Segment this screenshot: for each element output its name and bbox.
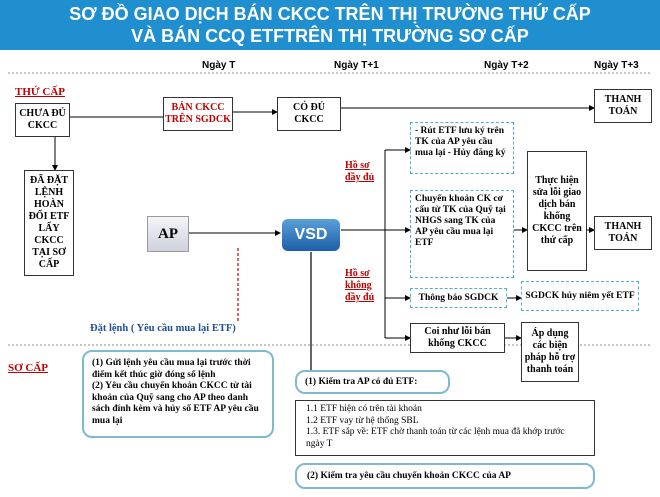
- title-line-1: SƠ ĐỒ GIAO DỊCH BÁN CKCC TRÊN THỊ TRƯỜNG…: [69, 4, 591, 24]
- node-rut-etf: - Rút ETF lưu ký trên TK của AP yêu cầu …: [410, 122, 514, 174]
- node-thanh-toan-2: THANH TOÁN: [594, 216, 652, 250]
- check-item-2: 1.2 ETF vay từ hệ thống SBL: [306, 415, 419, 426]
- node-vsd: VSD: [282, 219, 340, 251]
- node-coi-nhu: Coi như lỗi bán khống CKCC: [410, 323, 505, 353]
- day-t: Ngày T: [202, 60, 236, 71]
- node-chuyen-khoan: Chuyển khoản CK cơ cấu từ TK của Quỹ tại…: [410, 190, 514, 278]
- check-item-1: 1.1 ETF hiện có trên tài khoản: [306, 404, 422, 414]
- check-ap-box: (1) Kiểm tra AP có đủ ETF:: [295, 370, 450, 394]
- section-primary: SƠ CẤP: [8, 362, 49, 374]
- node-ap: AP: [147, 216, 189, 252]
- check-item-3: 1.3. ETF sắp về: ETF chờ thanh toán từ c…: [306, 427, 565, 449]
- check-detail-box: 1.1 ETF hiện có trên tài khoản 1.2 ETF v…: [295, 400, 595, 456]
- day-t3: Ngày T+3: [594, 60, 639, 71]
- primary-item-2: (2) Yêu cầu chuyển khoản CKCC từ tài kho…: [92, 381, 259, 426]
- day-t2: Ngày T+2: [484, 60, 529, 71]
- primary-item-1: (1) Gửi lệnh yêu cầu mua lại trước thời …: [92, 358, 251, 380]
- day-t1: Ngày T+1: [334, 60, 379, 71]
- title-line-2: VÀ BÁN CCQ ETFTRÊN THỊ TRƯỜNG SƠ CẤP: [131, 26, 529, 46]
- node-sgdck-huy: SGDCK hủy niêm yết ETF: [521, 281, 639, 311]
- node-da-dat: ĐÃ ĐẶT LỆNH HOÀN ĐỔI ETF LẤY CKCC TẠI SƠ…: [24, 170, 74, 276]
- node-ban-ckcc: BÁN CKCC TRÊN SGDCK: [163, 97, 233, 131]
- node-thuc-hien-sua: Thực hiện sửa lỗi giao dịch bán khống CK…: [527, 151, 587, 271]
- primary-request-box: (1) Gửi lệnh yêu cầu mua lại trước thời …: [82, 350, 274, 438]
- node-thong-bao: Thông báo SGDCK: [410, 288, 507, 308]
- node-thanh-toan-1: THANH TOÁN: [594, 89, 652, 123]
- node-co-du: CÓ ĐỦ CKCC: [277, 97, 341, 131]
- node-chua-du: CHƯA ĐỦ CKCC: [15, 103, 70, 137]
- section-secondary: THỨ CẤP: [15, 86, 66, 98]
- label-dat-lenh: Đặt lệnh ( Yêu cầu mua lại ETF): [90, 323, 236, 334]
- label-ho-so-khong: Hồ sơ không đầy đủ: [345, 268, 375, 303]
- node-ap-dung: Áp dụng các biện pháp hỗ trợ thanh toán: [521, 322, 579, 382]
- label-ho-so-day-du: Hồ sơ đầy đủ: [345, 160, 375, 183]
- check-transfer-box: (2) Kiểm tra yêu cầu chuyển khoản CKCC c…: [295, 463, 595, 489]
- page-header: SƠ ĐỒ GIAO DỊCH BÁN CKCC TRÊN THỊ TRƯỜNG…: [0, 0, 660, 50]
